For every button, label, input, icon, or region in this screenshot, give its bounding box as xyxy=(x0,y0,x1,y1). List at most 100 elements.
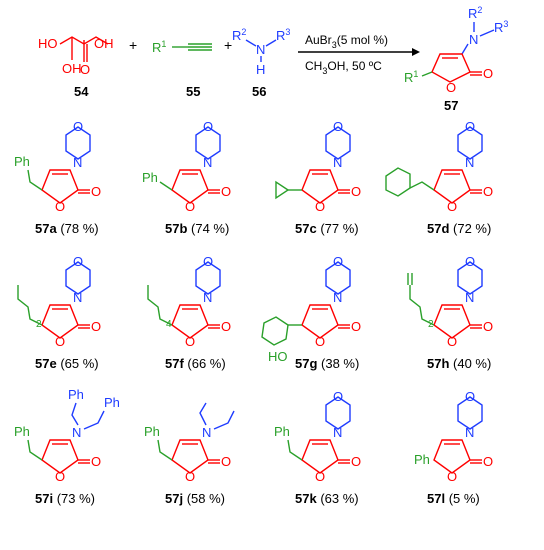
r2-label: R2 xyxy=(232,27,246,43)
cyclohexyl-chain xyxy=(409,181,435,191)
o-label: O xyxy=(185,334,195,349)
o-label: O xyxy=(465,389,475,404)
n-label: N xyxy=(333,290,342,305)
compound-caption: 57i (73 %) xyxy=(35,491,95,506)
compound-yield: (77 %) xyxy=(317,221,359,236)
o-label: O xyxy=(351,454,361,469)
o-label: O xyxy=(221,454,231,469)
furanone-ring xyxy=(171,304,209,339)
compound-yield: (78 %) xyxy=(57,221,99,236)
r1-label: R1 xyxy=(404,69,418,85)
morpholine-ring xyxy=(457,261,483,295)
compound-yield: (58 %) xyxy=(183,491,225,506)
n-label: N xyxy=(72,425,81,440)
furanone-ring xyxy=(433,169,471,204)
compound-yield: (38 %) xyxy=(317,356,359,371)
compound-yield: (72 %) xyxy=(449,221,491,236)
compound-id: 57d xyxy=(427,221,449,236)
conditions-solvent: CH3OH, 50 ºC xyxy=(305,59,382,76)
morpholine-ring xyxy=(65,126,91,160)
benzyl-chain xyxy=(83,410,105,430)
ph-label: Ph xyxy=(274,424,290,439)
n-label: N xyxy=(465,155,474,170)
compound-yield: (5 %) xyxy=(445,491,480,506)
o-label: O xyxy=(315,199,325,214)
ph-label: Ph xyxy=(144,424,160,439)
o-label: O xyxy=(55,199,65,214)
o-label: O xyxy=(221,184,231,199)
n-label: N xyxy=(465,425,474,440)
compound-yield: (74 %) xyxy=(187,221,229,236)
ethyl-chain xyxy=(199,402,207,426)
cyclohexanol-ring xyxy=(261,316,289,346)
morpholine-ring xyxy=(325,396,351,430)
furanone-ring xyxy=(41,304,79,339)
ho-label: HO xyxy=(268,349,288,364)
n-label: N xyxy=(333,155,342,170)
ph-label: Ph xyxy=(414,452,430,467)
o-label: O xyxy=(333,254,343,269)
plus-sign: + xyxy=(129,37,137,53)
compound-number: 54 xyxy=(74,84,89,99)
phenethyl-chain xyxy=(157,439,173,461)
compound-caption: 57a (78 %) xyxy=(35,221,99,236)
compound-caption: 57b (74 %) xyxy=(165,221,229,236)
compound-caption: 57e (65 %) xyxy=(35,356,99,371)
furanone-ring xyxy=(171,169,209,204)
o-label: O xyxy=(447,334,457,349)
n-label: N xyxy=(333,425,342,440)
compound-number: 56 xyxy=(252,84,266,99)
compound-yield: (65 %) xyxy=(57,356,99,371)
compound-caption: 57l (5 %) xyxy=(427,491,480,506)
furanone-ring xyxy=(301,169,339,204)
compound-caption: 57g (38 %) xyxy=(295,356,359,371)
cyclopropyl-ring xyxy=(275,180,290,200)
phenethyl-chain xyxy=(287,439,303,461)
compound-id: 57l xyxy=(427,491,445,506)
repeat-subscript: 4 xyxy=(166,319,172,330)
morpholine-ring xyxy=(195,126,221,160)
o-label: O xyxy=(465,119,475,134)
compound-caption: 57d (72 %) xyxy=(427,221,491,236)
r3-label: R3 xyxy=(494,19,508,35)
furanone-ring xyxy=(41,439,79,474)
compound-yield: (73 %) xyxy=(53,491,95,506)
n-label: N xyxy=(465,290,474,305)
o-label: O xyxy=(465,254,475,269)
o-label: O xyxy=(315,334,325,349)
oh-label: HO xyxy=(38,36,58,51)
o-label: O xyxy=(185,199,195,214)
compound-id: 57i xyxy=(35,491,53,506)
compound-57: R2 N R3 R1 O O 57 xyxy=(404,5,508,113)
o-label: O xyxy=(55,469,65,484)
cyclohexyl-ring xyxy=(385,167,411,197)
ethyl-chain xyxy=(213,410,235,430)
compound-id: 57k xyxy=(295,491,317,506)
o-label: O xyxy=(203,119,213,134)
o-label: O xyxy=(333,389,343,404)
o-label: O xyxy=(446,80,456,95)
alkyl-chain xyxy=(17,285,43,326)
compound-56: R2 N R3 H 56 xyxy=(232,27,290,99)
ph-label: Ph xyxy=(68,387,84,402)
alkyl-chain xyxy=(147,285,173,326)
furanone-ring xyxy=(171,439,209,474)
morpholine-ring xyxy=(325,126,351,160)
ph-label: Ph xyxy=(104,395,120,410)
compound-number: 55 xyxy=(186,84,200,99)
o-label: O xyxy=(351,319,361,334)
o-label: O xyxy=(203,254,213,269)
furanone-ring xyxy=(433,439,471,474)
compound-caption: 57k (63 %) xyxy=(295,491,359,506)
r3-label: R3 xyxy=(276,27,290,43)
alkyl-chain xyxy=(409,285,435,326)
compound-id: 57e xyxy=(35,356,57,371)
phenethyl-chain xyxy=(27,439,43,461)
o-label: O xyxy=(333,119,343,134)
n-label: N xyxy=(203,290,212,305)
ph-label: Ph xyxy=(14,154,30,169)
n-label: N xyxy=(256,42,265,57)
